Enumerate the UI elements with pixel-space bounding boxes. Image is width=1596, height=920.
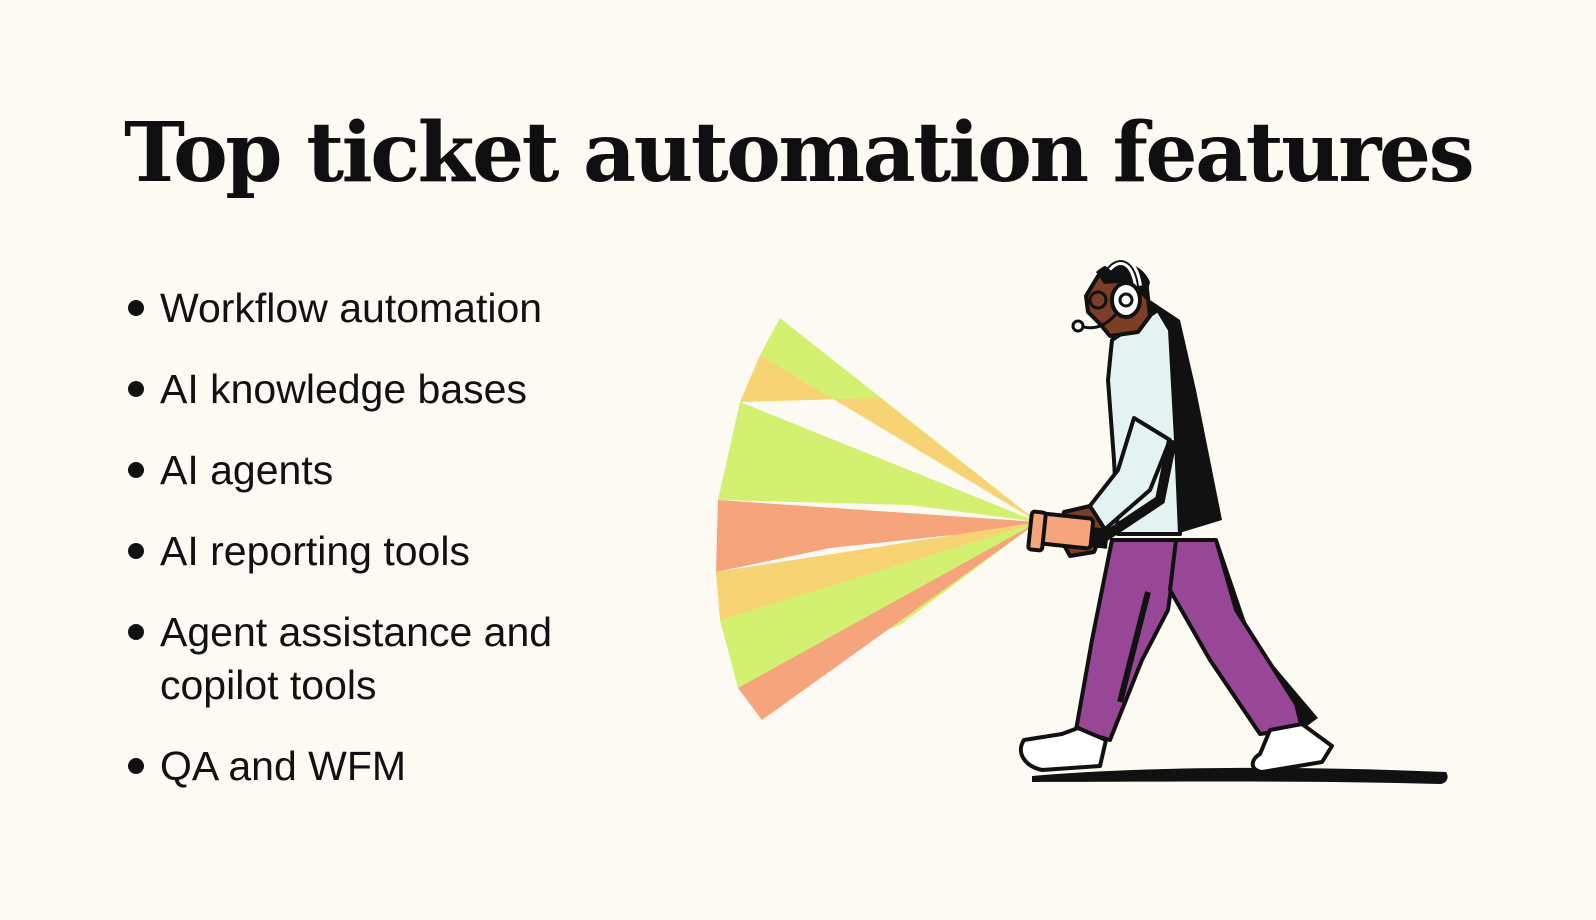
person-with-flashlight-illustration [716, 257, 1448, 784]
flashlight-icon [1026, 509, 1110, 553]
feature-label: Workflow automation [160, 285, 543, 331]
page-title: Top ticket automation features [124, 105, 1475, 201]
feature-label: AI reporting tools [160, 528, 470, 574]
bullet-icon [128, 543, 144, 559]
shoe-icon [1018, 726, 1108, 772]
feature-item-qa-and-wfm: QA and WFM [126, 740, 580, 793]
flashlight-beam-icon [716, 318, 1038, 720]
feature-item-workflow-automation: Workflow automation [126, 282, 580, 335]
feature-label: AI knowledge bases [160, 366, 527, 412]
feature-label: QA and WFM [160, 743, 407, 789]
bullet-icon [128, 624, 144, 640]
feature-item-agent-assistance: Agent assistance and copilot tools [126, 606, 580, 712]
feature-label: Agent assistance and copilot tools [160, 609, 553, 708]
bullet-icon [128, 300, 144, 316]
ground-shadow-icon [1032, 767, 1448, 784]
feature-list: Workflow automation AI knowledge bases A… [126, 282, 686, 821]
feature-item-ai-agents: AI agents [126, 444, 580, 497]
headset-icon [1071, 257, 1142, 333]
feature-item-ai-reporting-tools: AI reporting tools [126, 525, 580, 578]
feature-item-ai-knowledge-bases: AI knowledge bases [126, 363, 580, 416]
bullet-icon [128, 462, 144, 478]
bullet-icon [128, 758, 144, 774]
feature-label: AI agents [160, 447, 334, 493]
bullet-icon [128, 381, 144, 397]
